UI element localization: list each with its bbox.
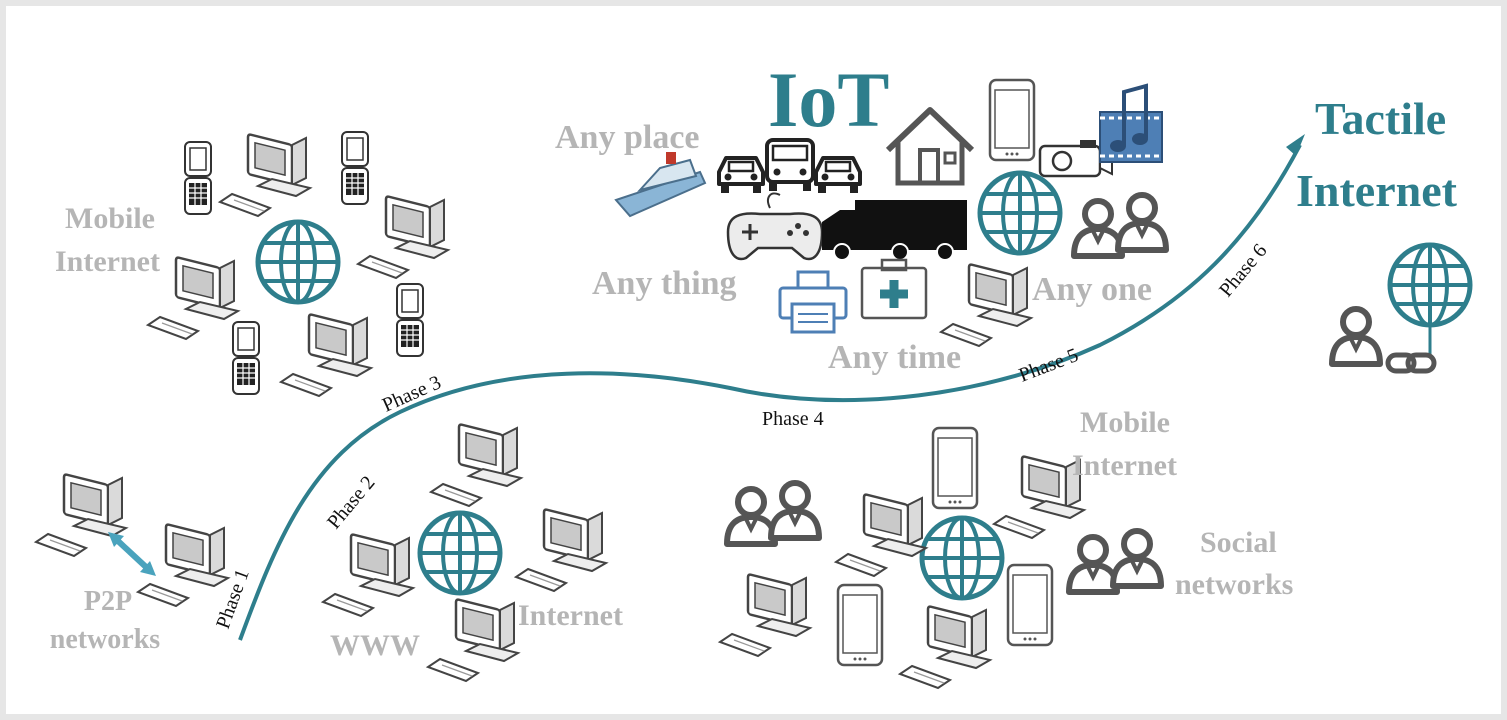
tactile-label-line1: Tactile	[1315, 93, 1446, 144]
smartphone-icon	[836, 583, 884, 667]
phase-2-label: Phase 2	[323, 472, 379, 533]
camera-icon	[1038, 140, 1113, 178]
computer-icon	[356, 194, 450, 280]
printer-icon	[778, 270, 848, 334]
link-icon	[1385, 352, 1437, 374]
user-icon	[1332, 309, 1380, 364]
globe-icon	[980, 173, 1060, 253]
any-one-label: Any one	[1032, 271, 1152, 308]
p2p-cluster: P2P networks	[34, 472, 230, 655]
computer-icon	[834, 492, 928, 578]
truck-icon	[822, 200, 967, 261]
computer-icon	[279, 312, 373, 398]
evolution-curve	[238, 144, 1302, 641]
globe-icon	[922, 518, 1002, 598]
computer-icon	[426, 597, 520, 683]
any-thing-label: Any thing	[592, 265, 737, 302]
double-arrow-icon	[108, 532, 156, 576]
phase-5-label: Phase 5	[1016, 344, 1081, 387]
globe-icon	[1390, 245, 1470, 325]
computer-icon	[321, 532, 415, 618]
music-video-icon	[1099, 83, 1163, 163]
computer-icon	[429, 422, 523, 508]
users-icon	[727, 483, 819, 544]
smartphone-icon	[1006, 563, 1054, 647]
any-time-label: Any time	[828, 339, 961, 376]
house-icon	[885, 107, 975, 186]
p2p-label-line2: networks	[50, 624, 161, 655]
mobile-internet-cluster-top: Mobile Internet	[55, 131, 450, 398]
smartphone-icon	[988, 78, 1036, 162]
smartphone-icon	[931, 426, 979, 510]
van-icon	[765, 138, 815, 191]
internet-label: Internet	[518, 599, 623, 632]
flip-phone-icon	[184, 141, 212, 215]
computer-icon	[34, 472, 128, 558]
car-icon	[717, 156, 765, 195]
computer-icon	[898, 604, 992, 690]
users-icon	[1069, 531, 1161, 592]
computer-icon	[939, 262, 1033, 348]
flip-phone-icon	[396, 283, 424, 357]
first-aid-icon	[860, 258, 928, 320]
computer-icon	[514, 507, 608, 593]
iot-title: IoT	[768, 56, 889, 143]
mobile-internet-top-line1: Mobile	[65, 202, 155, 235]
social-cluster: Mobile Internet Social networks	[718, 406, 1293, 690]
tactile-label-line2: Internet	[1296, 165, 1458, 216]
social-networks-line2: networks	[1175, 568, 1293, 601]
curve-arrowhead	[1286, 134, 1305, 156]
social-networks-line1: Social	[1200, 526, 1277, 559]
phase-6-label: Phase 6	[1215, 240, 1271, 301]
p2p-label-line1: P2P	[84, 586, 132, 617]
www-label: WWW	[330, 629, 420, 662]
users-icon	[1074, 195, 1166, 256]
www-cluster: WWW Internet	[321, 422, 623, 683]
tactile-internet-cluster: Tactile Internet	[1296, 93, 1470, 374]
computer-icon	[992, 454, 1086, 540]
globe-icon	[258, 222, 338, 302]
mobile-internet-top-line2: Internet	[55, 245, 160, 278]
flip-phone-icon	[232, 321, 260, 395]
phase-4-label: Phase 4	[762, 408, 824, 430]
computer-icon	[218, 132, 312, 218]
mobile-internet-bottom-line1: Mobile	[1080, 406, 1170, 439]
phase-3-label: Phase 3	[379, 371, 444, 416]
gamepad-icon	[726, 192, 824, 261]
ship-icon	[614, 152, 707, 218]
globe-icon	[420, 513, 500, 593]
computer-icon	[146, 255, 240, 341]
computer-icon	[718, 572, 812, 658]
any-place-label: Any place	[555, 119, 700, 156]
flip-phone-icon	[341, 131, 369, 205]
car-icon	[814, 156, 862, 195]
iot-cluster: IoT	[555, 56, 1166, 376]
mobile-internet-bottom-line2: Internet	[1072, 449, 1177, 482]
